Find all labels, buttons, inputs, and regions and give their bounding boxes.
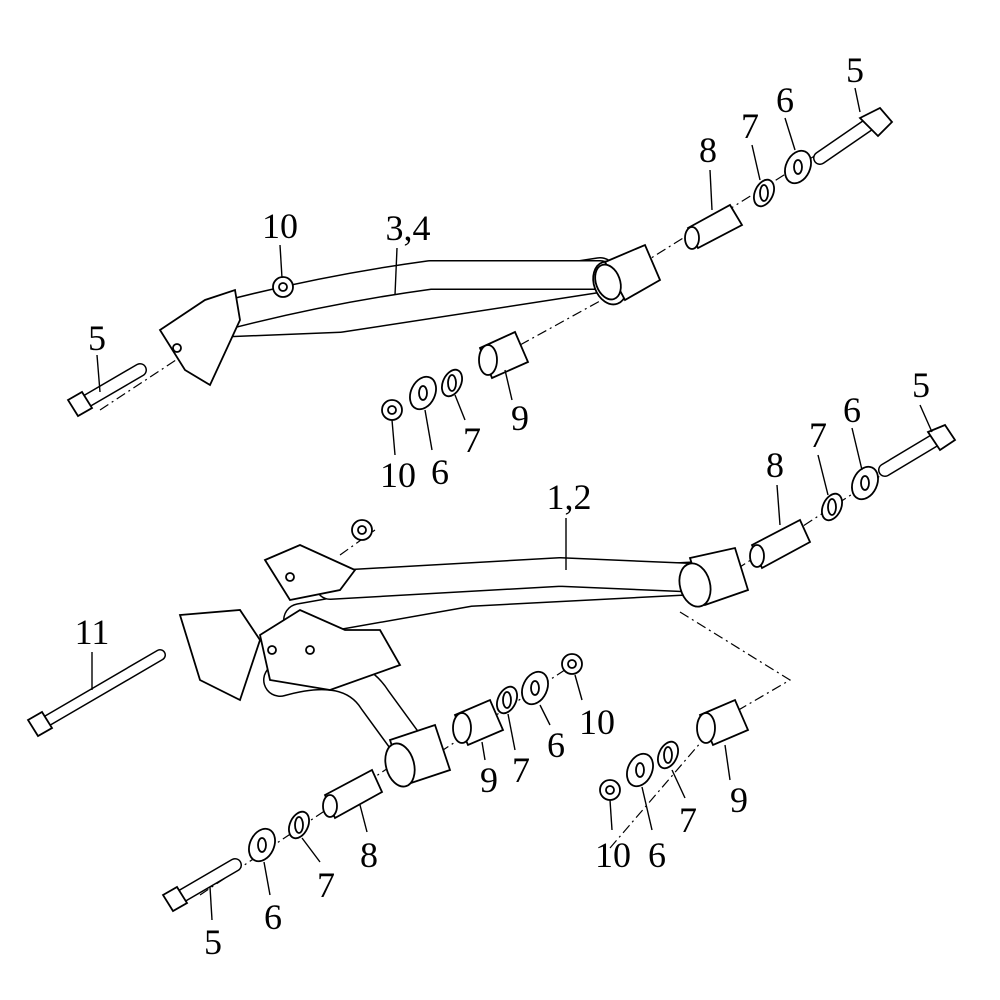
callout-label: 7 bbox=[741, 106, 759, 146]
callout-label: 5 bbox=[88, 318, 106, 358]
callout-label: 5 bbox=[912, 365, 930, 405]
callout-label: 6 bbox=[843, 390, 861, 430]
callout-label: 7 bbox=[317, 865, 335, 905]
callout-label: 3,4 bbox=[386, 208, 431, 248]
callout-labels: 5 6 7 8 10 3,4 5 9 7 6 10 5 6 7 8 1,2 11… bbox=[75, 50, 930, 962]
lower-arm bbox=[178, 544, 750, 788]
callout-label: 10 bbox=[262, 206, 298, 246]
small-parts bbox=[248, 149, 879, 863]
callout-label: 7 bbox=[809, 415, 827, 455]
callout-label: 9 bbox=[511, 398, 529, 438]
bolts bbox=[26, 106, 957, 913]
callout-label: 9 bbox=[730, 780, 748, 820]
callout-label: 6 bbox=[431, 452, 449, 492]
callout-label: 10 bbox=[579, 702, 615, 742]
callout-label: 10 bbox=[380, 455, 416, 495]
assembly-axis-lines bbox=[99, 139, 921, 896]
callout-label: 6 bbox=[648, 835, 666, 875]
callout-label: 8 bbox=[699, 130, 717, 170]
callout-label: 6 bbox=[547, 725, 565, 765]
callout-label: 7 bbox=[512, 750, 530, 790]
callout-label: 6 bbox=[264, 897, 282, 937]
callout-label: 7 bbox=[463, 420, 481, 460]
callout-label: 7 bbox=[679, 800, 697, 840]
callout-label: 8 bbox=[360, 835, 378, 875]
upper-arm bbox=[158, 243, 662, 387]
callout-label: 9 bbox=[480, 760, 498, 800]
callout-label: 5 bbox=[204, 922, 222, 962]
leader-lines bbox=[91, 87, 933, 921]
callout-label: 8 bbox=[766, 445, 784, 485]
callout-label: 11 bbox=[75, 612, 110, 652]
callout-label: 10 bbox=[595, 835, 631, 875]
callout-label: 6 bbox=[776, 80, 794, 120]
callout-label: 5 bbox=[846, 50, 864, 90]
callout-label: 1,2 bbox=[547, 477, 592, 517]
